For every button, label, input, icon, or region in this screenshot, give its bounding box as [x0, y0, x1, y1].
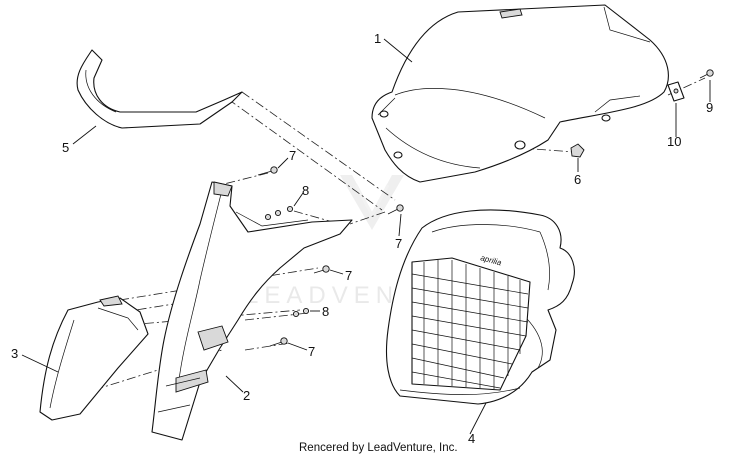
footer-credit: Rencered by LeadVenture, Inc. [299, 442, 458, 454]
callout-4: 4 [468, 431, 475, 446]
part-5-trim-strip [76, 49, 243, 129]
callout-7-right: 7 [395, 236, 402, 251]
callout-5: 5 [62, 140, 69, 155]
callout-9: 9 [706, 100, 713, 115]
part-4-grille-housing: aprilia [385, 209, 575, 405]
watermark-logo [340, 175, 404, 230]
part-3-lower-trim [39, 295, 149, 421]
screw-7-right [387, 204, 404, 215]
screw-7-mid [313, 265, 330, 274]
screw-9 [699, 69, 714, 79]
callout-7-upper: 7 [289, 148, 296, 163]
leader-lines [21, 38, 711, 435]
part-1-front-cowl [371, 4, 669, 183]
clip-8-lower [292, 307, 310, 318]
callout-6: 6 [574, 172, 581, 187]
callout-numbers: 1 2 3 4 5 6 7 7 7 7 8 8 9 10 [11, 31, 713, 446]
callout-3: 3 [11, 346, 18, 361]
part-2-side-panel [151, 181, 353, 441]
clip-8-upper [264, 205, 294, 221]
callout-10: 10 [667, 134, 681, 149]
callout-7-lower: 7 [308, 344, 315, 359]
callout-8-lower: 8 [322, 304, 329, 319]
screw-7-lower [269, 337, 288, 347]
callout-1: 1 [374, 31, 381, 46]
fasteners [257, 69, 714, 347]
grille-mesh [411, 260, 529, 389]
grommet-6 [570, 143, 585, 158]
screw-7-upper [257, 166, 278, 176]
clip-10 [667, 81, 685, 102]
callout-2: 2 [243, 388, 250, 403]
callout-7-mid: 7 [345, 268, 352, 283]
callout-8-upper: 8 [302, 183, 309, 198]
